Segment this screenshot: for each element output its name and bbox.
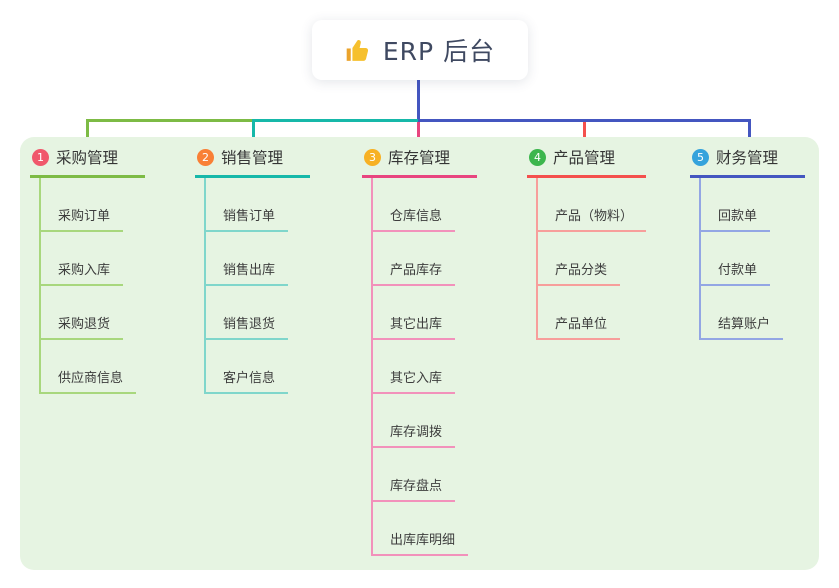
mindmap-item[interactable]: 其它出库	[373, 286, 456, 340]
branch: 4 产品管理 产品（物料）产品分类产品单位	[527, 146, 647, 340]
mindmap-item[interactable]: 产品单位	[538, 286, 621, 340]
connector-bus-mid	[253, 119, 418, 122]
branch: 3 库存管理 仓库信息产品库存其它出库其它入库库存调拨库存盘点出库库明细	[362, 146, 477, 556]
branch-number-badge: 1	[32, 148, 49, 166]
branch-header[interactable]: 1 采购管理	[30, 146, 145, 178]
mindmap-item[interactable]: 供应商信息	[41, 340, 137, 394]
branch: 2 销售管理 销售订单销售出库销售退货客户信息	[195, 146, 310, 394]
mindmap-item[interactable]: 销售出库	[206, 232, 289, 286]
mindmap-item[interactable]: 产品库存	[373, 232, 456, 286]
mindmap-item[interactable]: 产品（物料）	[538, 178, 647, 232]
branch-children: 回款单付款单结算账户	[699, 178, 805, 340]
branch-label: 库存管理	[388, 149, 451, 167]
branch-children: 销售订单销售出库销售退货客户信息	[204, 178, 310, 394]
mindmap-item[interactable]: 采购入库	[41, 232, 124, 286]
branch-header[interactable]: 3 库存管理	[362, 146, 477, 178]
mindmap-item[interactable]: 销售退货	[206, 286, 289, 340]
mindmap-item[interactable]: 付款单	[701, 232, 771, 286]
mindmap-item[interactable]: 仓库信息	[373, 178, 456, 232]
branch-number-badge: 5	[692, 148, 709, 166]
mindmap-item[interactable]: 库存调拨	[373, 394, 456, 448]
mindmap-item[interactable]: 采购退货	[41, 286, 124, 340]
branch: 1 采购管理 采购订单采购入库采购退货供应商信息	[30, 146, 145, 394]
mindmap-item[interactable]: 客户信息	[206, 340, 289, 394]
root-title: ERP 后台	[382, 37, 496, 66]
mindmap-item[interactable]: 回款单	[701, 178, 771, 232]
mindmap-item[interactable]: 产品分类	[538, 232, 621, 286]
thumbs-up-icon	[346, 39, 368, 61]
connector-bus-left	[86, 119, 253, 122]
connector-drop-1	[86, 119, 89, 151]
branch-label: 产品管理	[553, 149, 616, 167]
branch-label: 销售管理	[221, 149, 284, 167]
mindmap-item[interactable]: 出库库明细	[373, 502, 469, 556]
connector-root-stem	[417, 80, 420, 121]
mindmap-item[interactable]: 其它入库	[373, 340, 456, 394]
connector-drop-4	[583, 122, 586, 151]
mindmap-item[interactable]: 销售订单	[206, 178, 289, 232]
connector-bus-right	[418, 119, 751, 122]
connector-drop-2	[252, 119, 255, 151]
branch-number-badge: 4	[529, 148, 546, 166]
branches-panel: 1 采购管理 采购订单采购入库采购退货供应商信息 2 销售管理 销售订单销售出库…	[20, 137, 819, 570]
branch-children: 产品（物料）产品分类产品单位	[536, 178, 647, 340]
branch-label: 财务管理	[716, 149, 779, 167]
mindmap-item[interactable]: 结算账户	[701, 286, 784, 340]
root-node[interactable]: ERP 后台	[312, 20, 528, 80]
mindmap-item[interactable]: 库存盘点	[373, 448, 456, 502]
branch: 5 财务管理 回款单付款单结算账户	[690, 146, 805, 340]
branch-label: 采购管理	[56, 149, 119, 167]
mindmap-item[interactable]: 采购订单	[41, 178, 124, 232]
branch-children: 仓库信息产品库存其它出库其它入库库存调拨库存盘点出库库明细	[371, 178, 477, 556]
branch-number-badge: 2	[197, 148, 214, 166]
branch-number-badge: 3	[364, 148, 381, 166]
branch-header[interactable]: 2 销售管理	[195, 146, 310, 178]
connector-drop-3	[417, 122, 420, 151]
connector-drop-5	[748, 119, 751, 151]
branch-children: 采购订单采购入库采购退货供应商信息	[39, 178, 145, 394]
branch-header[interactable]: 5 财务管理	[690, 146, 805, 178]
branch-header[interactable]: 4 产品管理	[527, 146, 647, 178]
